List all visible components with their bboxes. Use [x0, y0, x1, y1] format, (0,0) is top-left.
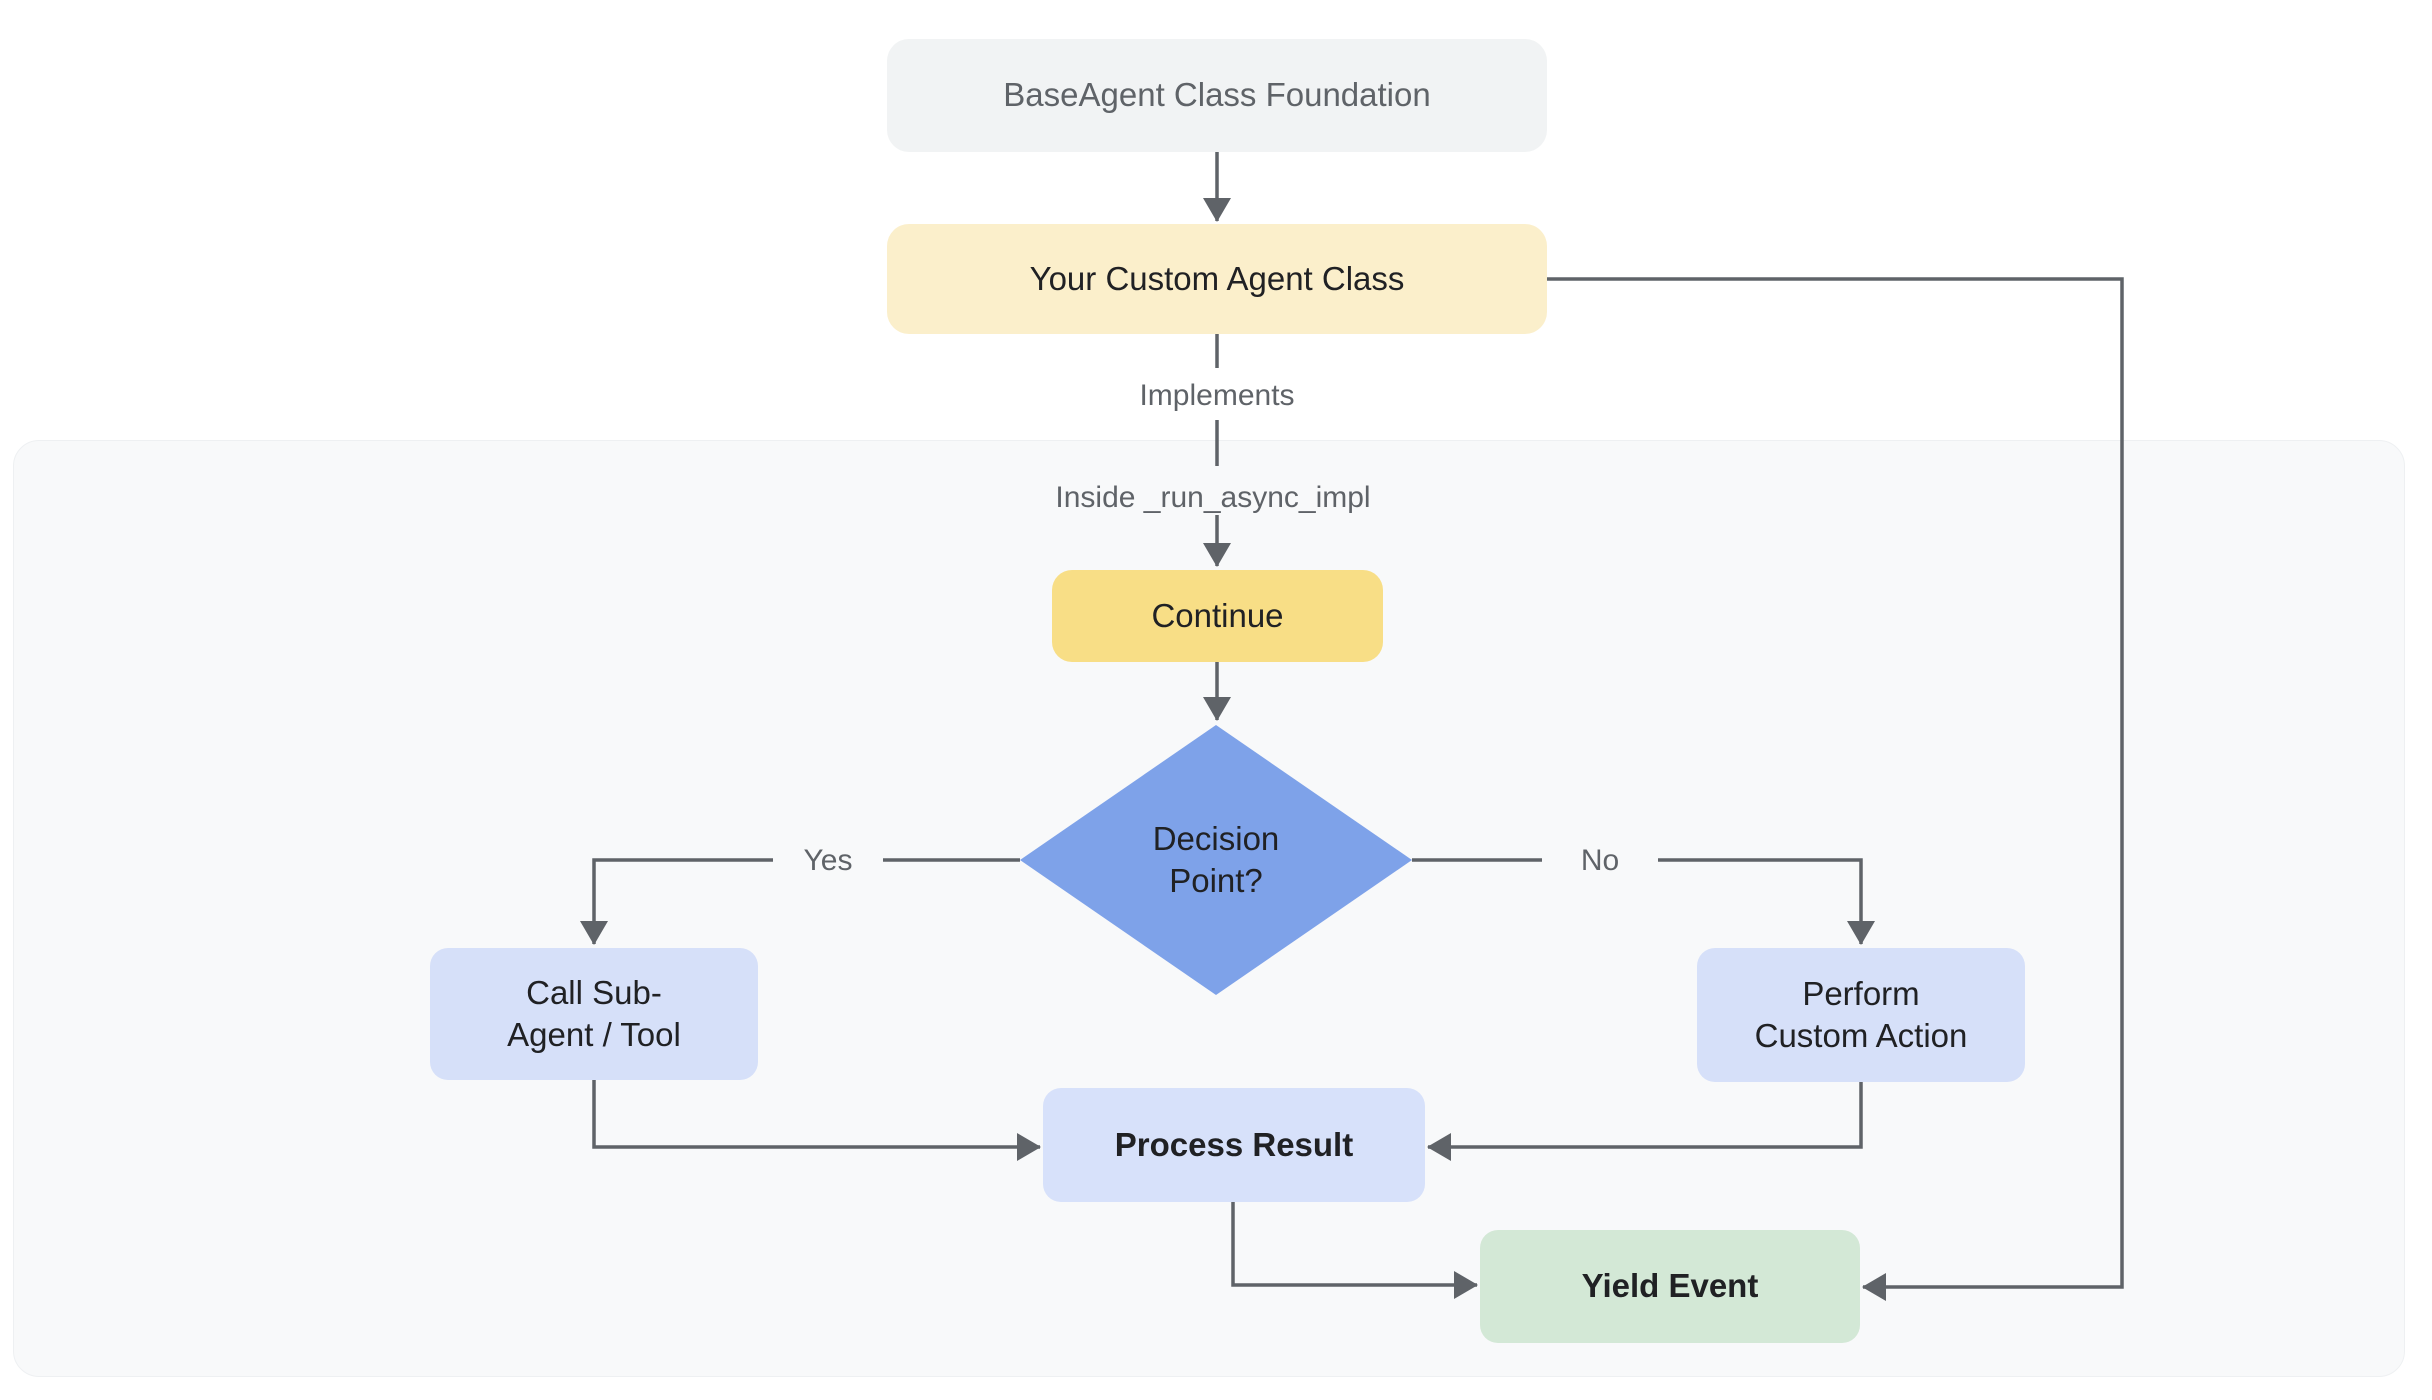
edge-call-to-process: [592, 1080, 1041, 1161]
node-perform-custom-action: Perform Custom Action: [1697, 948, 2025, 1082]
node-call-sub-agent: Call Sub- Agent / Tool: [430, 948, 758, 1080]
edge-process-to-yield: [1231, 1202, 1478, 1299]
node-yield-event: Yield Event: [1480, 1230, 1860, 1343]
call-sub-agent-line2: Agent / Tool: [507, 1016, 681, 1053]
node-continue: Continue: [1052, 570, 1383, 662]
edge-label-no: No: [1580, 844, 1620, 877]
edge-yes-seg2: [580, 858, 773, 945]
edge-label-implements: Implements: [1139, 379, 1295, 412]
edge-label-inside-run-async-impl: Inside _run_async_impl: [1055, 481, 1371, 514]
edge-label-yes: Yes: [803, 844, 853, 877]
decision-line2: Point?: [1169, 862, 1263, 899]
node-baseagent-foundation-label: BaseAgent Class Foundation: [1003, 76, 1431, 114]
node-custom-agent-class-label: Your Custom Agent Class: [1029, 259, 1405, 297]
node-baseagent-foundation: BaseAgent Class Foundation: [887, 39, 1547, 152]
node-decision-point-label: Decision Point?: [1020, 725, 1412, 995]
call-sub-agent-line1: Call Sub-: [526, 973, 662, 1011]
perform-custom-line2: Custom Action: [1754, 1017, 1968, 1054]
node-continue-label: Continue: [1151, 596, 1284, 634]
node-process-result-label: Process Result: [1114, 1125, 1354, 1163]
node-yield-event-label: Yield Event: [1581, 1267, 1759, 1305]
node-custom-agent-class: Your Custom Agent Class: [887, 224, 1547, 334]
perform-custom-line1: Perform: [1802, 974, 1920, 1012]
node-process-result: Process Result: [1043, 1088, 1425, 1202]
decision-diamond: [1020, 725, 1412, 995]
decision-line1: Decision: [1152, 819, 1280, 857]
edge-perform-to-process: [1427, 1082, 1863, 1161]
edge-no-seg2: [1658, 858, 1875, 945]
edge-agent-to-yield: [1547, 277, 2124, 1301]
